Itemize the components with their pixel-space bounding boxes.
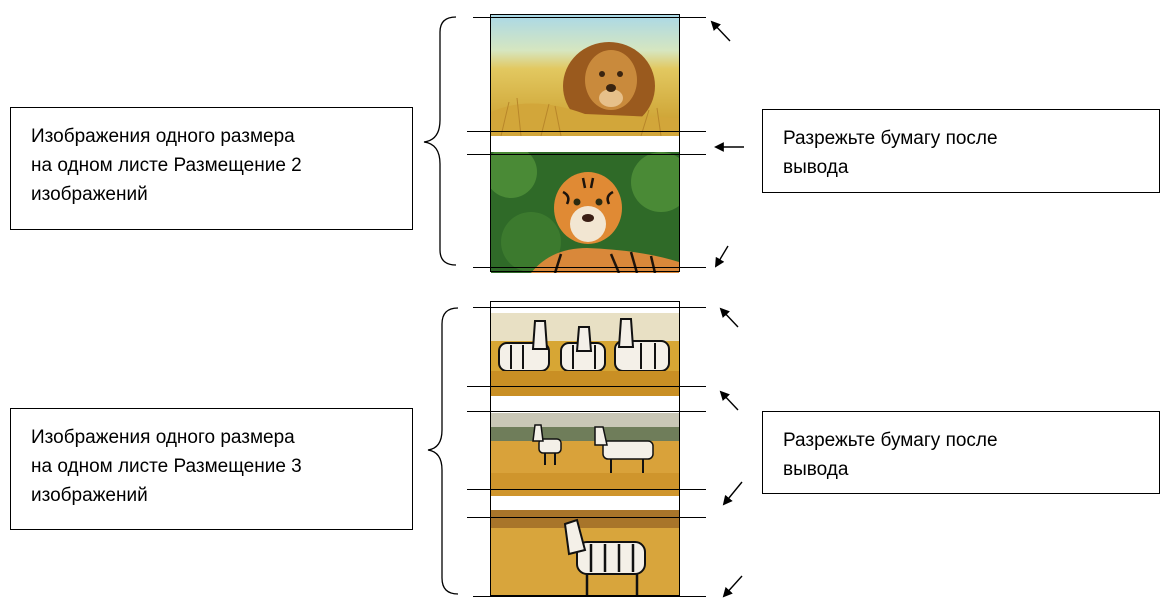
cut-line <box>473 17 706 18</box>
cut-line <box>467 131 706 132</box>
tiger-photo <box>491 152 679 273</box>
cut-line <box>473 596 706 597</box>
paper-sheet-outline-2 <box>490 301 680 596</box>
label-box-two-images: Изображения одного размера на одном лист… <box>10 107 413 230</box>
label-line-2: на одном листе Размещение 3 <box>31 456 302 477</box>
label-line-3: изображений <box>31 184 148 205</box>
cut-note-line-2: вывода <box>783 459 849 480</box>
arrow-icon <box>722 481 743 506</box>
cut-line <box>467 489 706 490</box>
cut-note-line-1: Разрежьте бумагу после <box>783 128 998 149</box>
label-line-2: на одном листе Размещение 2 <box>31 155 302 176</box>
arrow-icon <box>719 390 739 411</box>
cut-line <box>467 386 706 387</box>
arrow-icon <box>719 307 739 328</box>
cut-note-box-1: Разрежьте бумагу после вывода <box>762 109 1160 193</box>
curly-brace-icon <box>423 16 457 266</box>
cut-line <box>467 154 706 155</box>
cut-line <box>473 307 706 308</box>
cut-note-line-2: вывода <box>783 157 849 178</box>
cut-line <box>473 267 706 268</box>
arrow-icon <box>710 20 731 42</box>
arrow-icon <box>722 575 743 598</box>
lion-photo <box>491 14 679 136</box>
cut-line <box>467 411 706 412</box>
arrow-icon <box>714 245 729 268</box>
curly-brace-icon <box>427 307 459 595</box>
cut-note-box-2: Разрежьте бумагу после вывода <box>762 411 1160 494</box>
two-zebras-photo <box>491 413 679 496</box>
paper-sheet-outline-1 <box>490 14 680 272</box>
cut-note-line-1: Разрежьте бумагу после <box>783 430 998 451</box>
label-box-three-images: Изображения одного размера на одном лист… <box>10 408 413 530</box>
label-line-3: изображений <box>31 485 148 506</box>
label-line-1: Изображения одного размера <box>31 427 295 448</box>
cut-line <box>467 517 706 518</box>
label-line-1: Изображения одного размера <box>31 126 295 147</box>
single-zebra-photo <box>491 510 679 596</box>
